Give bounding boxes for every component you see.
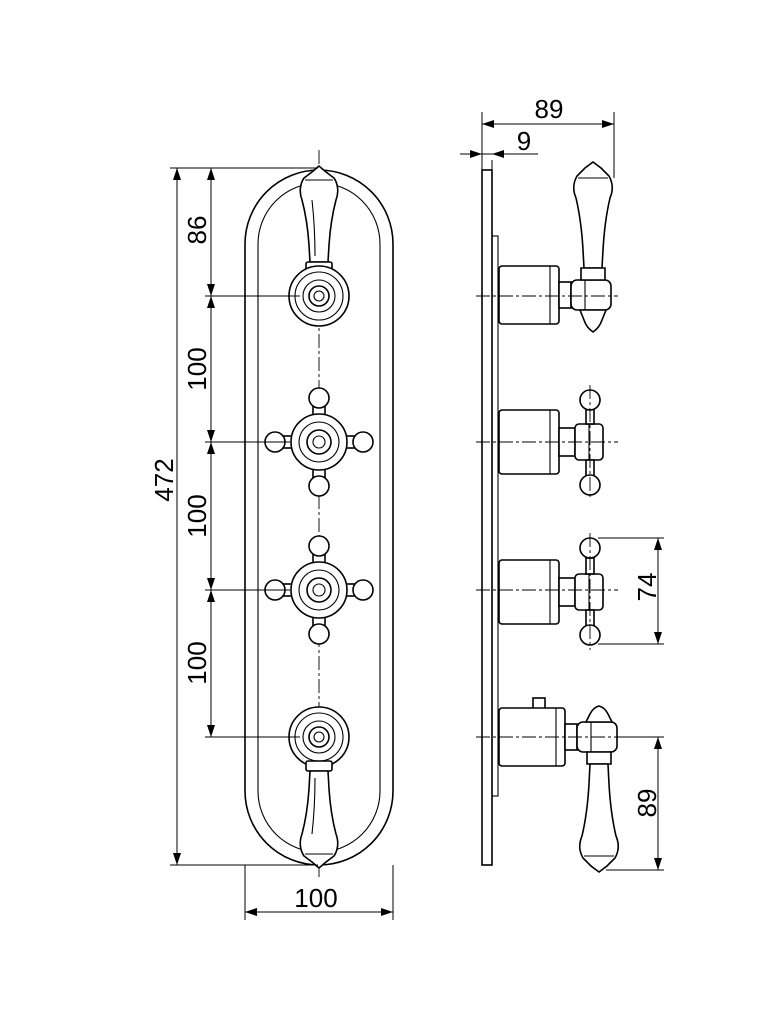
front-cross-handle-2 [264, 535, 374, 645]
side-valve-body-1 [498, 265, 612, 325]
dim-axis-spacing-1: 100 [182, 347, 212, 390]
front-cross-handle-1 [264, 387, 374, 497]
dim-total-height: 472 [149, 458, 179, 501]
dim-plate-thickness: 9 [517, 126, 531, 156]
side-plate-outline [481, 169, 493, 866]
front-bottom-lever-handle [299, 760, 339, 870]
dim-plate-width: 100 [294, 883, 337, 913]
side-view: 89 9 74 89 [460, 94, 664, 873]
dim-axis-spacing-3: 100 [182, 641, 212, 684]
dim-total-depth: 89 [535, 94, 564, 124]
dim-top-to-first-axis: 86 [182, 216, 212, 245]
side-valve-body-3 [498, 537, 604, 646]
front-top-lever-handle [299, 164, 339, 273]
dim-cross-handle-span: 74 [632, 573, 662, 602]
front-view: 86 100 100 100 472 100 [149, 150, 394, 920]
side-valve-body-2 [498, 389, 604, 496]
front-bottom-valve-rosette [288, 706, 350, 768]
front-top-valve-rosette [288, 265, 350, 327]
dim-lever-handle-length: 89 [632, 789, 662, 818]
side-top-lever-handle [573, 161, 613, 333]
dim-axis-spacing-2: 100 [182, 494, 212, 537]
side-bottom-lever-handle [579, 705, 619, 873]
